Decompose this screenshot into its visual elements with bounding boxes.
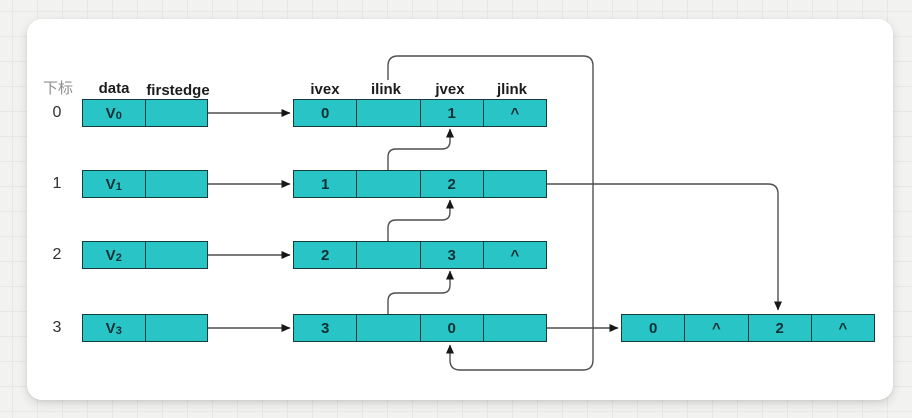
- jlink-cell: [482, 171, 546, 197]
- vertex-firstedge-cell: [144, 100, 208, 126]
- vertex-label-subscript: 0: [115, 109, 122, 122]
- edge-header-jvex: jvex: [435, 81, 465, 98]
- row-index-label: 1: [52, 175, 62, 192]
- edge-node-30: 3 0: [293, 314, 547, 342]
- vertex-firstedge-cell: [144, 242, 208, 268]
- jlink-cell: [482, 315, 546, 341]
- jlink-cell: ^: [482, 100, 546, 126]
- jlink-cell: ^: [482, 242, 546, 268]
- ilink-cell: [356, 171, 419, 197]
- vertex-label-subscript: 3: [115, 324, 122, 337]
- edge-header-jlink: jlink: [496, 81, 527, 98]
- vertex-label: V: [105, 175, 116, 193]
- row-index-label: 2: [52, 246, 62, 263]
- vertex-label: V: [105, 246, 116, 264]
- edge-node-01: 0 1 ^: [293, 99, 547, 127]
- edge-node-12: 1 2: [293, 170, 547, 198]
- jlink-cell: ^: [810, 315, 874, 341]
- jvex-cell: 2: [747, 315, 811, 341]
- index-column-header: 下标: [42, 80, 73, 97]
- edge-node-23: 2 3 ^: [293, 241, 547, 269]
- edge-node-02: 0 ^ 2 ^: [621, 314, 875, 342]
- row-index-label: 3: [52, 319, 62, 336]
- vertex-label: V: [105, 104, 116, 122]
- edge-header-ivex: ivex: [310, 81, 340, 98]
- vertex-label-subscript: 1: [115, 180, 122, 193]
- jvex-cell: 2: [419, 171, 483, 197]
- ilink-cell: [356, 242, 419, 268]
- jvex-cell: 1: [419, 100, 483, 126]
- row-index-label: 0: [52, 104, 62, 121]
- vertex-header-firstedge: firstedge: [146, 82, 210, 99]
- ivex-cell: 0: [320, 104, 330, 122]
- edge-header-ilink: ilink: [370, 81, 401, 98]
- ivex-cell: 1: [320, 175, 330, 193]
- ivex-cell: 2: [320, 246, 330, 264]
- ivex-cell: 3: [320, 319, 330, 337]
- jvex-cell: 0: [419, 315, 483, 341]
- vertex-firstedge-cell: [144, 171, 208, 197]
- vertex-label: V: [105, 319, 116, 337]
- ilink-cell: ^: [684, 315, 747, 341]
- vertex-header-data: data: [98, 80, 130, 97]
- diagram-card: [27, 19, 893, 400]
- vertex-firstedge-cell: [144, 315, 208, 341]
- ilink-cell: [356, 100, 419, 126]
- ivex-cell: 0: [648, 319, 658, 337]
- vertex-label-subscript: 2: [115, 251, 122, 264]
- ilink-cell: [356, 315, 419, 341]
- jvex-cell: 3: [419, 242, 483, 268]
